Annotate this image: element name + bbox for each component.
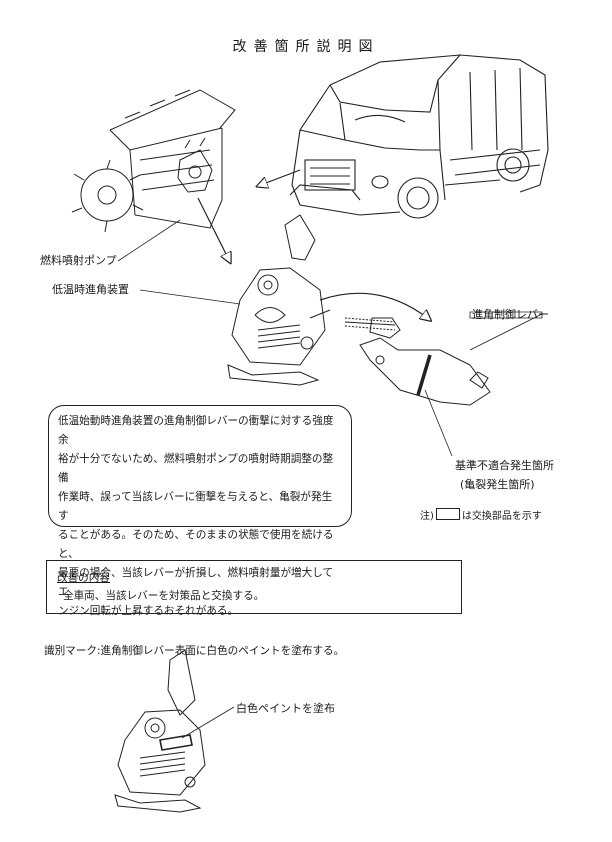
device-to-lever-arrow (319, 292, 430, 320)
label-cold-advance: 低温時進角装置 (52, 283, 129, 296)
label-white-paint: 白色ペイントを塗布 (236, 702, 335, 715)
replacement-part-swatch (435, 508, 460, 520)
white-paint-leader (181, 706, 235, 739)
engine-illustration (71, 89, 236, 233)
remedy-box: 改善の内容 全車両、当該レバーを対策品と交換する。 (46, 560, 462, 614)
label-crack-site: (亀裂発生箇所) (460, 478, 535, 491)
description-line: ることがある。そのため、そのままの状態で使用を続けると、 (58, 529, 334, 560)
cold-advance-device (227, 214, 331, 386)
note-suffix: は交換部品を示す (461, 511, 542, 522)
label-advance-lever: 進角制御レバー (472, 308, 549, 321)
identification-mark-text: 識別マーク:進角制御レバー表面に白色のペイントを塗布する。 (44, 645, 345, 657)
label-defect-site: 基準不適合発生箇所 (455, 459, 554, 472)
leader-lines (117, 219, 543, 457)
description-line: 低温始動時進角装置の進角制御レバーの衝撃に対する強度余 (58, 415, 334, 446)
remedy-title: 改善の内容 (57, 572, 110, 584)
description-line: 裕が十分でないため、燃料噴射ポンプの噴射時期調整の整備 (58, 453, 334, 484)
advance-lever-part (344, 317, 491, 406)
note-prefix: 注) (420, 511, 434, 522)
legend-note: 注) は交換部品を示す (420, 507, 542, 522)
remedy-body: 全車両、当該レバーを対策品と交換する。 (63, 590, 265, 602)
description-line: 最悪の場合、当該レバーが折損し、燃料噴射量が増大してエ (58, 567, 334, 598)
bottom-device-illustration (114, 649, 206, 813)
van-to-engine-arrow (258, 169, 301, 186)
description-box: 低温始動時進角装置の進角制御レバーの衝撃に対する強度余 裕が十分でないため、燃料… (48, 405, 352, 617)
label-fuel-pump: 燃料噴射ポンプ (40, 254, 117, 267)
page-title: 改善箇所説明図 (232, 39, 380, 55)
description-line: 作業時、誤って当該レバーに衝撃を与えると、亀裂が発生す (58, 491, 333, 522)
description-line: ンジン回転が上昇するおそれがある。 (58, 605, 239, 617)
van-illustration (289, 54, 549, 219)
engine-to-device-arrow (197, 197, 230, 262)
